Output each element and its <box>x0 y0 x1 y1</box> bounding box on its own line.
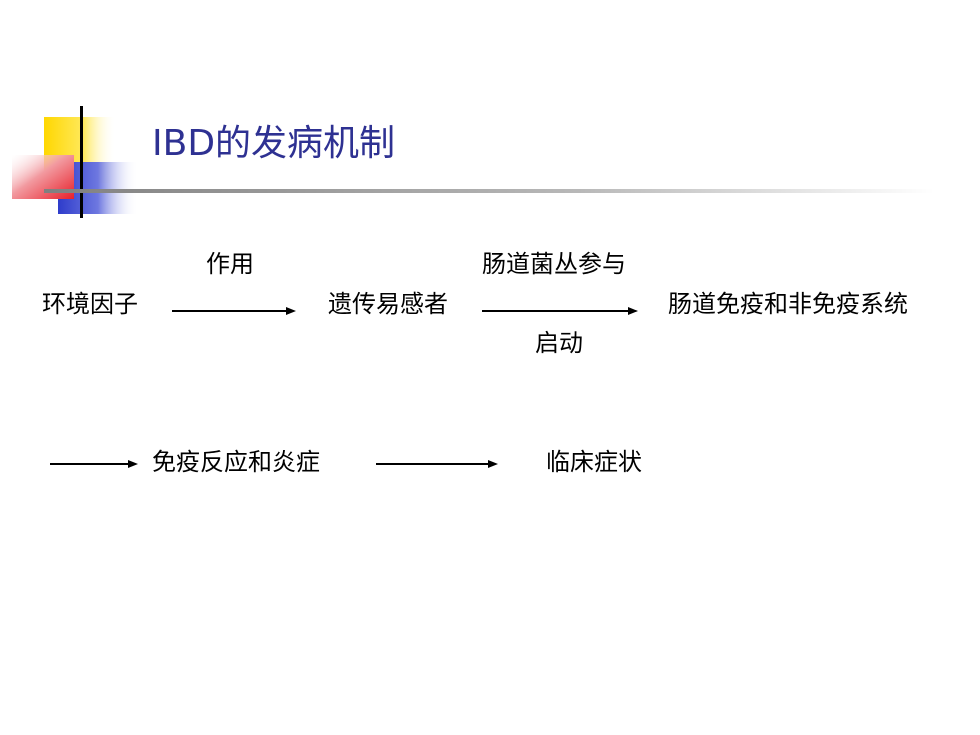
node-genetic: 遗传易感者 <box>328 290 448 318</box>
node-environment: 环境因子 <box>42 290 138 318</box>
arrow-to-symptoms <box>376 460 498 468</box>
edge-label-initiate: 启动 <box>535 329 583 357</box>
arrow-env-to-genetic <box>172 307 296 315</box>
node-immune-system: 肠道免疫和非免疫系统 <box>668 290 908 318</box>
slide-title: IBD的发病机制 <box>152 123 396 164</box>
node-immune-response: 免疫反应和炎症 <box>152 448 320 476</box>
horizontal-rule <box>44 189 934 193</box>
edge-label-flora: 肠道菌丛参与 <box>482 250 626 278</box>
node-symptoms: 临床症状 <box>546 448 642 476</box>
vertical-rule <box>80 106 83 218</box>
edge-label-action: 作用 <box>206 250 254 278</box>
arrow-genetic-to-immune <box>482 307 638 315</box>
arrow-to-immune-response <box>50 460 138 468</box>
